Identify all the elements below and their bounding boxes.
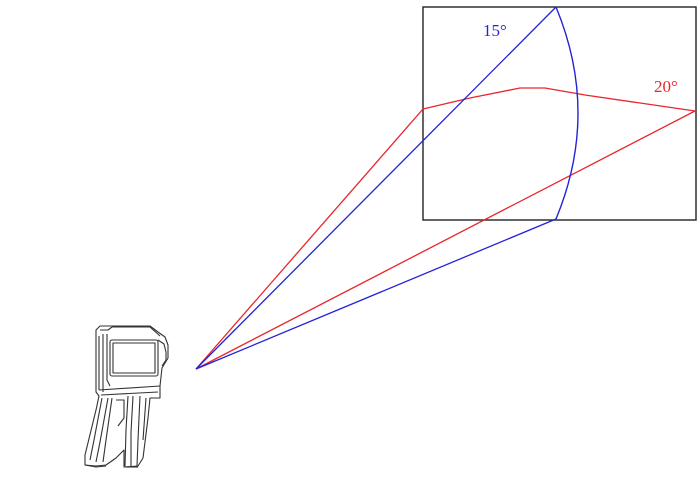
fov-wide-group — [195, 87, 696, 370]
fov-narrow-label: 15° — [483, 21, 507, 40]
fov-narrow-group — [195, 6, 579, 370]
fov-narrow-arc — [555, 6, 579, 220]
fov-wide-lower-ray — [195, 110, 696, 370]
fov-narrow-lower-ray — [195, 218, 557, 370]
fov-wide-arc — [422, 87, 696, 112]
fov-wide-label: 20° — [654, 77, 678, 96]
handheld-camera-icon — [84, 325, 169, 468]
fov-wide-upper-ray — [195, 108, 424, 370]
target-frame — [422, 6, 697, 221]
fov-narrow-upper-ray — [195, 6, 557, 370]
